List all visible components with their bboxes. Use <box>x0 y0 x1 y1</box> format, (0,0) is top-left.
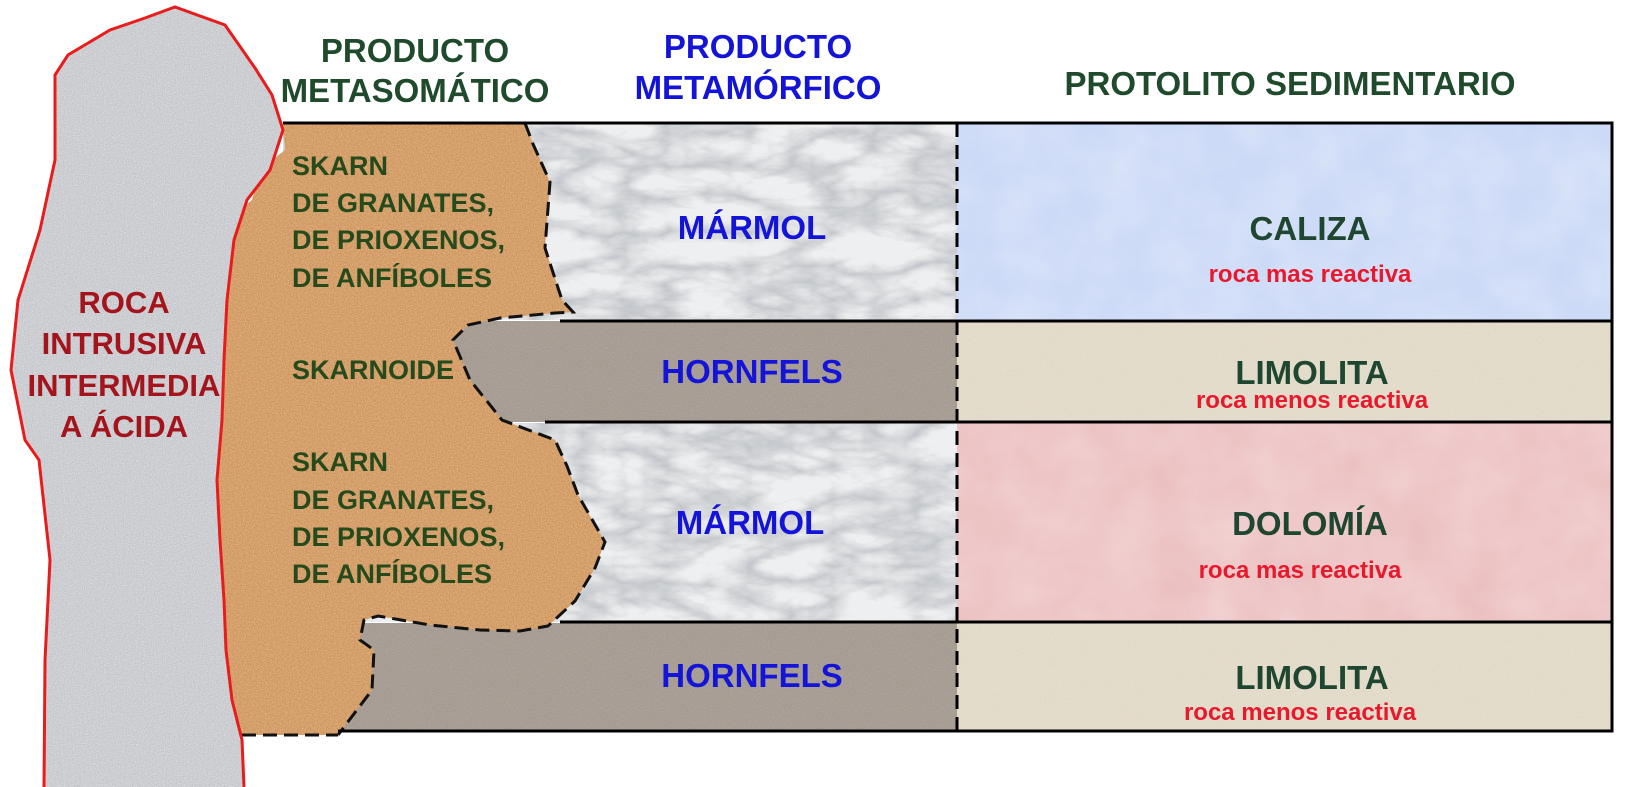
table-frame <box>283 121 1614 733</box>
intrusive-label-line2: INTRUSIVA <box>42 326 207 361</box>
protolith-label-2: LIMOLITA <box>1235 354 1388 391</box>
intrusive-rock-label: ROCA INTRUSIVA INTERMEDIA A ÁCIDA <box>28 285 221 444</box>
header-metamorphic: PRODUCTO METAMÓRFICO <box>635 28 882 106</box>
skarnoide-label: SKARNOIDE <box>292 355 454 385</box>
header-metamorphic-line1: PRODUCTO <box>664 28 852 65</box>
skarn-upper-line1: SKARN <box>292 151 388 181</box>
intrusive-label-line4: A ÁCIDA <box>60 409 188 444</box>
metamorphic-label-2: HORNFELS <box>661 353 843 390</box>
header-metasomatic: PRODUCTO METASOMÁTICO <box>281 32 550 109</box>
metamorphic-label-1: MÁRMOL <box>678 209 826 246</box>
skarn-upper-line4: DE ANFÍBOLES <box>292 262 492 293</box>
skarn-lower-line2: DE GRANATES, <box>292 485 494 515</box>
header-metasomatic-line2: METASOMÁTICO <box>281 72 550 109</box>
reactivity-label-1: roca mas reactiva <box>1209 261 1412 288</box>
skarn-upper-label: SKARN DE GRANATES, DE PRIOXENOS, DE ANFÍ… <box>292 151 505 293</box>
reactivity-label-3: roca mas reactiva <box>1199 557 1402 584</box>
reactivity-label-4: roca menos reactiva <box>1184 699 1417 726</box>
reactivity-label-2: roca menos reactiva <box>1196 387 1429 414</box>
skarn-lower-line3: DE PRIOXENOS, <box>292 522 505 552</box>
skarn-lower-line4: DE ANFÍBOLES <box>292 558 492 589</box>
header-metamorphic-line2: METAMÓRFICO <box>635 69 882 106</box>
skarn-lower-line1: SKARN <box>292 447 388 477</box>
skarn-upper-line2: DE GRANATES, <box>292 188 494 218</box>
skarn-upper-line3: DE PRIOXENOS, <box>292 225 505 255</box>
intrusive-label-line1: ROCA <box>78 285 169 320</box>
intrusive-label-line3: INTERMEDIA <box>28 368 221 403</box>
metamorphic-label-4: HORNFELS <box>661 657 843 694</box>
skarn-lower-label: SKARN DE GRANATES, DE PRIOXENOS, DE ANFÍ… <box>292 447 505 589</box>
protolith-label-4: LIMOLITA <box>1235 659 1388 696</box>
protolith-label-3: DOLOMÍA <box>1232 505 1388 542</box>
header-protolith: PROTOLITO SEDIMENTARIO <box>1064 65 1515 102</box>
header-metasomatic-line1: PRODUCTO <box>321 32 509 69</box>
protolith-label-1: CALIZA <box>1250 210 1371 247</box>
metamorphic-label-3: MÁRMOL <box>676 504 824 541</box>
